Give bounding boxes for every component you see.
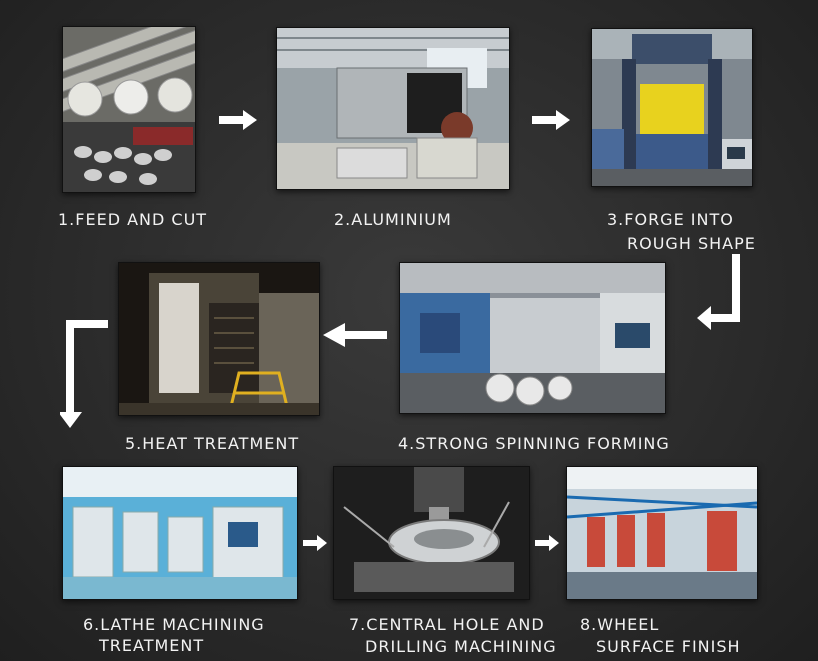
step-label-6: 6.LATHE MACHINING TREATMENT xyxy=(83,614,265,656)
step-label-5: 5.HEAT TREATMENT xyxy=(125,432,299,456)
photo-aluminium-furnace xyxy=(276,27,510,190)
photo-forge-press xyxy=(591,28,753,187)
photo-central-hole-drilling xyxy=(333,466,530,600)
step-label-line: 2.ALUMINIUM xyxy=(334,210,452,229)
arrow-down-left-icon xyxy=(697,254,740,330)
photo-heat-treatment xyxy=(118,262,320,416)
arrow-right-icon xyxy=(535,535,559,551)
step-label-line: 5.HEAT TREATMENT xyxy=(125,434,300,453)
photo-spinning-forming xyxy=(399,262,666,414)
step-label-line: 3.FORGE INTO xyxy=(607,210,734,229)
step-label-line: ROUGH SHAPE xyxy=(627,234,756,253)
step-label-3: 3.FORGE INTO ROUGH SHAPE xyxy=(607,208,756,256)
photo-wheel-surface-finish xyxy=(566,466,758,600)
step-label-line: 1.FEED AND CUT xyxy=(58,210,208,229)
step-label-line: 7.CENTRAL HOLE AND xyxy=(349,615,545,634)
arrow-right-icon xyxy=(219,110,257,130)
arrow-right-icon xyxy=(303,535,327,551)
step-label-line: SURFACE FINISH xyxy=(596,637,741,656)
arrow-left-icon xyxy=(323,323,387,347)
step-label-7: 7.CENTRAL HOLE AND DRILLING MACHINING xyxy=(349,614,557,658)
step-label-line: DRILLING MACHINING xyxy=(365,637,557,656)
step-label-2: 2.ALUMINIUM xyxy=(334,208,452,232)
step-label-line: 8.WHEEL xyxy=(580,615,660,634)
step-label-line: 6.LATHE MACHINING xyxy=(83,615,265,634)
photo-feed-and-cut xyxy=(62,26,196,193)
step-label-line: 4.STRONG SPINNING FORMING xyxy=(398,434,670,453)
photo-lathe-machining xyxy=(62,466,298,600)
step-label-1: 1.FEED AND CUT xyxy=(58,208,207,232)
arrow-down-icon xyxy=(60,320,108,428)
step-label-8: 8.WHEEL SURFACE FINISH xyxy=(580,614,741,658)
step-label-4: 4.STRONG SPINNING FORMING xyxy=(398,432,670,456)
arrow-right-icon xyxy=(532,110,570,130)
step-label-line: TREATMENT xyxy=(99,636,205,655)
